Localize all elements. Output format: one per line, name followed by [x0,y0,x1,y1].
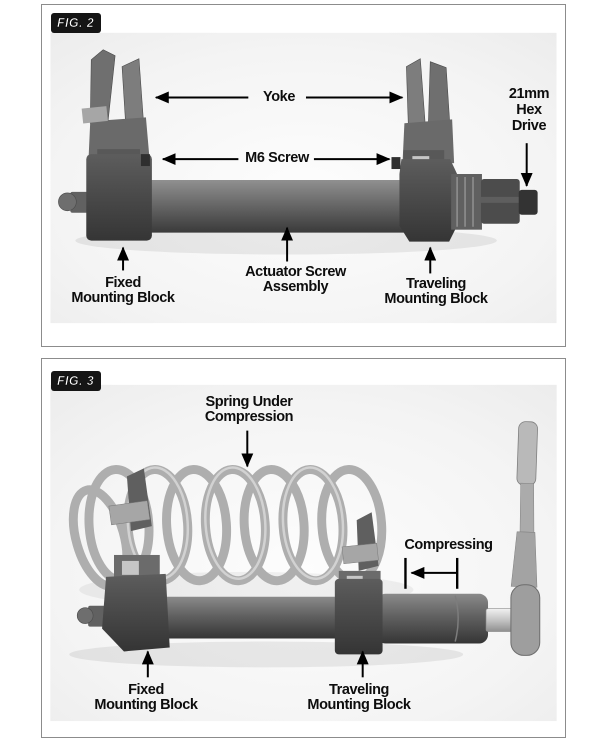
actuator-line2: Assembly [262,279,329,295]
fig2-callout-arrows [117,91,533,274]
right-m6-screw-illustration [391,157,401,170]
spring-line2: Compression [204,409,294,425]
hex-drive-line3: Drive [511,118,547,134]
yoke-label: Yoke [263,89,295,105]
fixed-block-label: Fixed Mounting Block [86,683,206,713]
traveling-block-label: Traveling Mounting Block [294,683,424,713]
spring-line1: Spring Under [205,394,293,410]
fixed-block-label: Fixed Mounting Block [68,276,178,306]
compressing-label: Compressing [404,537,493,553]
fixed-block-line1: Fixed [105,275,141,291]
hex-drive-label: 21mm Hex Drive [498,86,560,134]
fixed-mounting-block-illustration [58,154,152,241]
fixed-block-line1: Fixed [128,682,164,698]
actuator-screw-illustration [144,179,456,233]
ratchet-wrench-illustration [510,421,538,588]
hex-drive-line2: Hex [516,102,542,118]
fig3-callout-arrows [141,430,459,678]
fig2-badge: FIG. 2 [51,13,102,33]
fig2-illustration [50,32,557,324]
fig2-panel: FIG. 2 Yoke M6 Screw 21mm Hex Drive Fixe… [41,4,566,347]
fig3-panel: FIG. 3 Spring Under Compression Compress… [41,358,566,738]
traveling-block-line2: Mounting Block [384,291,488,307]
left-m6-screw-illustration [140,154,150,167]
ratchet-head-illustration [510,584,541,656]
traveling-block-line1: Traveling [328,682,390,698]
hex-drive-line1: 21mm [508,86,550,102]
traveling-mounting-block-illustration [399,159,458,242]
fixed-block-line2: Mounting Block [71,290,175,306]
fixed-mounting-block-illustration [76,468,170,652]
m6-screw-label: M6 Screw [245,150,309,166]
traveling-block-line1: Traveling [405,276,467,292]
piston-body-illustration [376,593,489,644]
fig3-illustration [50,384,557,722]
fig3-badge: FIG. 3 [51,371,102,391]
fixed-block-line2: Mounting Block [94,697,198,713]
traveling-block-line2: Mounting Block [307,697,411,713]
traveling-block-label: Traveling Mounting Block [371,277,501,307]
actuator-label: Actuator Screw Assembly [228,265,363,295]
actuator-line1: Actuator Screw [245,264,346,280]
traveling-mounting-block-illustration [334,512,383,655]
hex-drive-illustration [451,174,538,230]
spring-label: Spring Under Compression [184,395,314,425]
